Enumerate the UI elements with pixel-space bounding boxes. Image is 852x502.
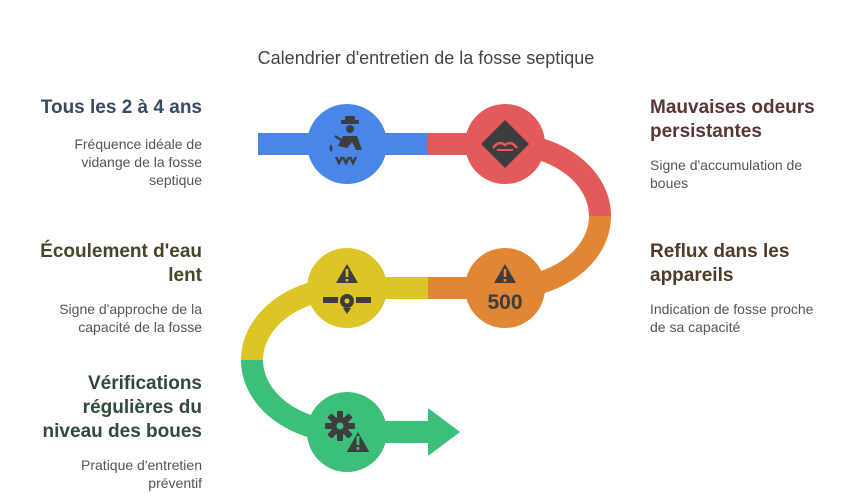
warning-500-icon: 500 [487, 264, 523, 314]
diagram-title: Calendrier d'entretien de la fosse septi… [257, 48, 595, 68]
step-3-title: Reflux dans les appareils [650, 241, 790, 286]
node-orange [465, 248, 545, 328]
arrow-head [428, 408, 460, 456]
gear-warning-icon [325, 411, 373, 454]
step-3-description: Indication de fosse proche de sa capacit… [650, 301, 814, 335]
step-4-description: Signe d'approche de la capacité de la fo… [59, 301, 202, 335]
reflux-number-label: 500 [487, 291, 522, 314]
node-yellow [307, 248, 387, 328]
step-1-description: Fréquence idéale de vidange de la fosse … [74, 136, 202, 188]
step-2-title: Mauvaises odeurs persistantes [650, 97, 815, 142]
step-1-title: Tous les 2 à 4 ans [40, 97, 202, 118]
step-4-title: Écoulement d'eau lent [40, 241, 202, 286]
septic-worker-icon [329, 116, 362, 166]
slow-flow-warning-icon [323, 264, 371, 314]
step-5-description: Pratique d'entretien préventif [81, 457, 202, 491]
step-5-title: Vérifications régulières du niveau des b… [42, 373, 202, 442]
step-2-description: Signe d'accumulation de boues [650, 157, 803, 191]
odor-warning-icon [481, 120, 529, 168]
